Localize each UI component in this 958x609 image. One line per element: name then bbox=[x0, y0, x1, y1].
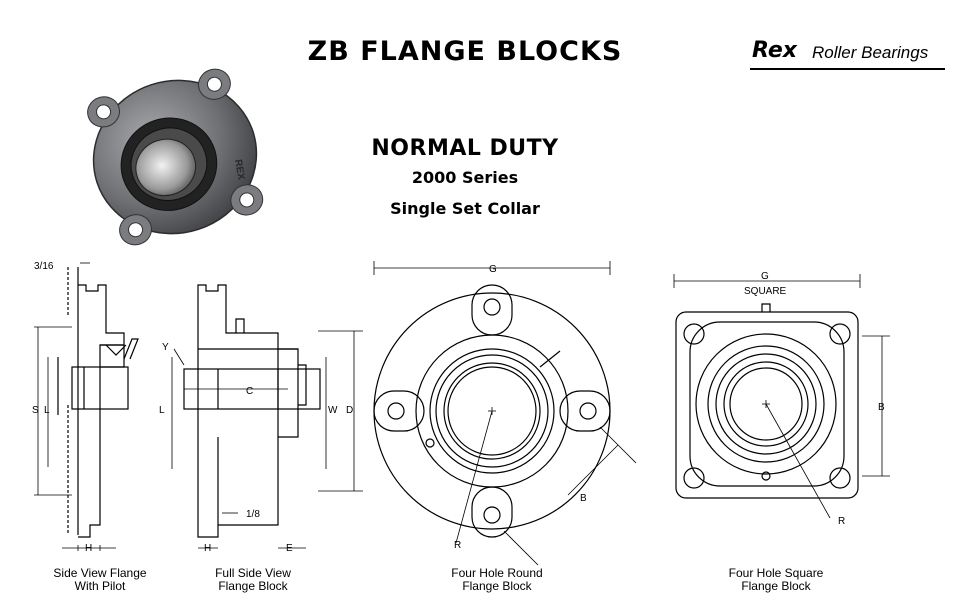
dim-d-label: D bbox=[346, 405, 353, 416]
dim-g-label: G bbox=[489, 264, 497, 275]
dim-s-label: S bbox=[32, 405, 39, 416]
square-flange-drawing: G SQUARE B R bbox=[673, 271, 890, 527]
dim-r-label: R bbox=[454, 540, 461, 551]
brand-logo: Rex Roller Bearings bbox=[750, 38, 945, 78]
brand-suffix: Roller Bearings bbox=[812, 43, 929, 62]
caption-full-side: Full Side View Flange Block bbox=[215, 566, 291, 593]
duty-heading: NORMAL DUTY bbox=[371, 136, 559, 161]
series-heading: 2000 Series bbox=[411, 168, 519, 187]
dim-l2-label: L bbox=[159, 405, 165, 416]
product-photo: REX bbox=[87, 68, 264, 246]
dim-b-label: B bbox=[580, 493, 587, 504]
round-flange-drawing: G B R bbox=[373, 261, 637, 565]
dim-w-label: W bbox=[328, 405, 338, 416]
side-view-pilot-drawing: 3/16 S L H bbox=[32, 261, 139, 554]
caption-square: Four Hole Square Flange Block bbox=[728, 566, 824, 593]
dim-b2-label: B bbox=[878, 402, 885, 413]
collar-heading: Single Set Collar bbox=[390, 199, 540, 218]
photo-label: REX bbox=[232, 159, 246, 181]
dim-square-label: SQUARE bbox=[744, 286, 787, 297]
dim-g2-label: G bbox=[761, 271, 769, 282]
page-title: ZB FLANGE BLOCKS bbox=[307, 36, 623, 67]
caption-side-pilot: Side View Flange With Pilot bbox=[53, 566, 147, 593]
dim-1-8: 1/8 bbox=[246, 509, 260, 520]
full-side-view-drawing: Y C L W D 1/8 H E bbox=[159, 284, 363, 554]
dim-y-label: Y bbox=[162, 342, 169, 353]
dim-h-label: H bbox=[85, 543, 92, 554]
dim-e-label: E bbox=[286, 543, 293, 554]
dim-3-16: 3/16 bbox=[34, 261, 54, 272]
brand-name: Rex bbox=[752, 38, 797, 63]
dim-r2-label: R bbox=[838, 516, 845, 527]
brand-underline bbox=[750, 68, 945, 70]
dim-l-label: L bbox=[44, 405, 50, 416]
caption-round: Four Hole Round Flange Block bbox=[451, 566, 543, 593]
dim-h2-label: H bbox=[204, 543, 211, 554]
dim-c-label: C bbox=[246, 386, 253, 397]
